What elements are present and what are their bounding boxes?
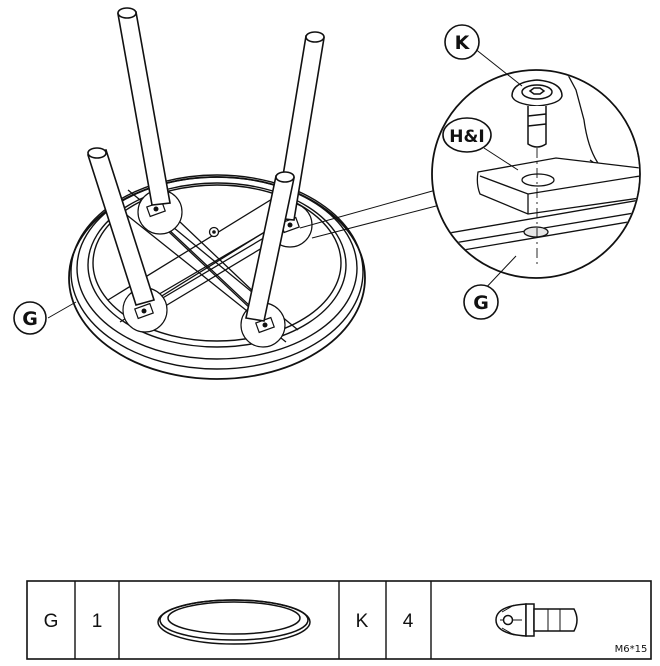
screw-k-icon — [511, 79, 563, 148]
callout-g-main-label: G — [22, 308, 38, 330]
callout-k-label: K — [455, 32, 471, 54]
callout-hi: H&I — [442, 117, 492, 153]
bracket-plate-icon — [476, 157, 639, 215]
part-k-qty: 4 — [403, 611, 414, 632]
part-g-qty: 1 — [92, 611, 103, 632]
part-k-letter: K — [356, 611, 369, 632]
callout-hi-label: H&I — [449, 127, 484, 147]
ring-icon — [157, 599, 311, 645]
screw-icon — [495, 603, 578, 637]
callout-k: K — [444, 24, 480, 60]
stool-underside — [47, 7, 441, 380]
screw-spec: M6*15 — [615, 644, 648, 655]
leader-line — [311, 204, 441, 239]
leg-icon — [86, 7, 325, 322]
callout-g-detail: G — [463, 284, 499, 320]
leader-line — [47, 301, 77, 319]
callout-g-detail-label: G — [473, 292, 489, 314]
parts-table: G 1 K 4 M6*15 — [26, 580, 652, 660]
leader-line — [299, 189, 437, 229]
detail-view — [431, 47, 641, 293]
part-g-letter: G — [44, 611, 59, 632]
callout-g-main: G — [13, 301, 47, 335]
